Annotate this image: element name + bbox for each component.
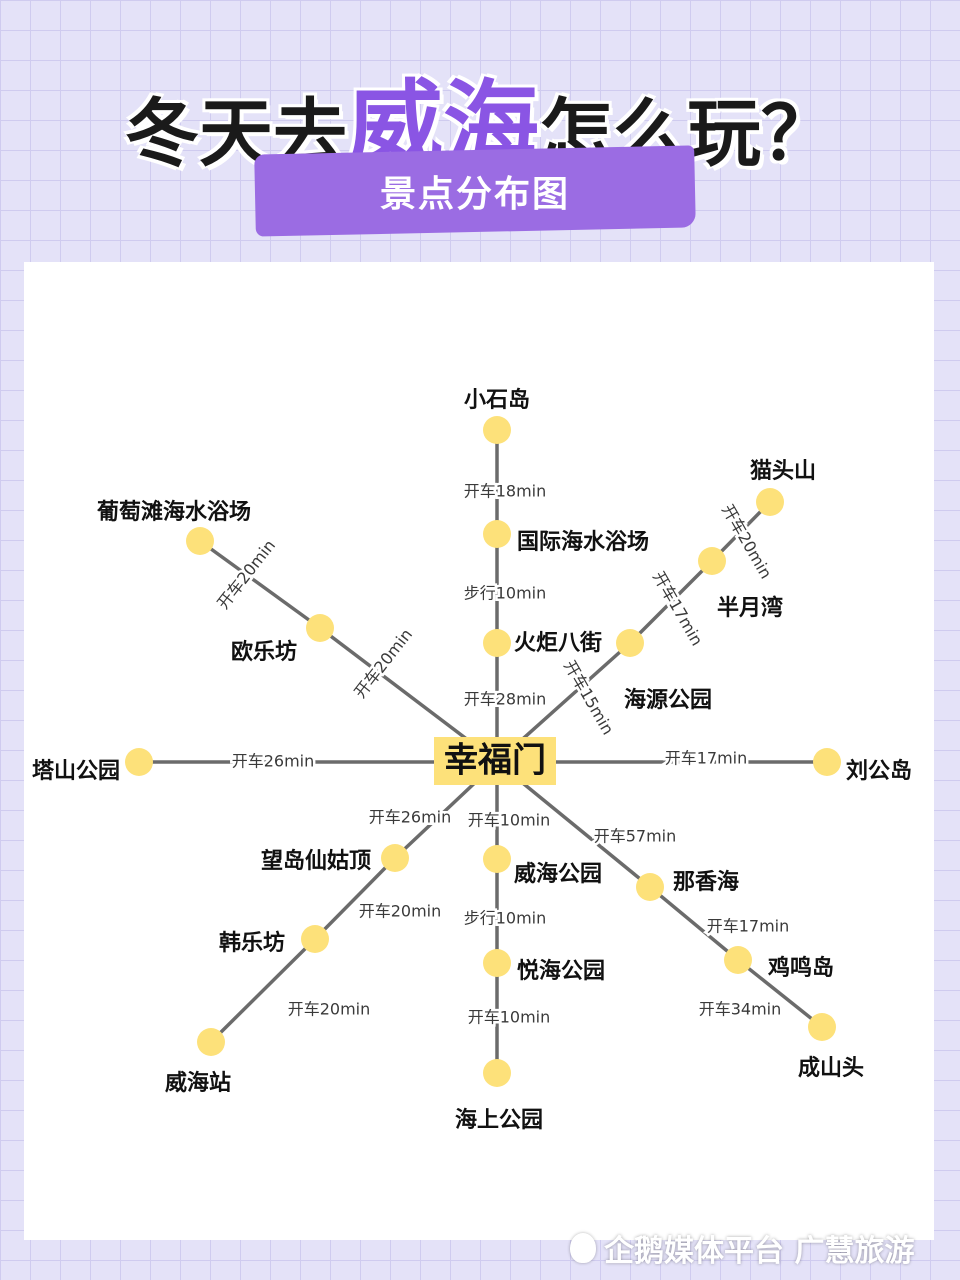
station-name-oulefang: 欧乐坊 — [231, 639, 297, 665]
station-name-tashangongyuan: 塔山公园 — [32, 759, 120, 784]
watermark: 企鹅媒体平台 广慧旅游 — [570, 1226, 914, 1270]
station-name-chengshantou: 成山头 — [798, 1056, 864, 1081]
route-label: 开车18min — [464, 482, 547, 501]
station-name-maotoushan: 猫头山 — [750, 459, 816, 484]
center-hub: 幸福门 — [434, 737, 556, 785]
station-dot-weihaizhan — [197, 1028, 225, 1056]
center-hub-name: 幸福门 — [444, 741, 546, 781]
route-label: 开车34min — [699, 1000, 782, 1019]
watermark-text: 企鹅媒体平台 广慧旅游 — [604, 1234, 915, 1269]
station-dot-weihaigongyuan — [483, 845, 511, 873]
station-dot-xiaoshidao — [483, 416, 511, 444]
station-dot-putaotan — [186, 527, 214, 555]
station-name-weihaizhan: 威海站 — [165, 1070, 231, 1096]
station-dot-tashangongyuan — [125, 748, 153, 776]
station-dot-huojubajie — [483, 629, 511, 657]
route-line-naxianghai-jimingdao — [648, 885, 740, 962]
station-dot-haishanggongyuan — [483, 1059, 511, 1087]
route-label: 开车10min — [468, 811, 551, 830]
station-name-haishanggongyuan: 海上公园 — [455, 1107, 543, 1133]
route-label: 开车28min — [464, 690, 547, 709]
station-dot-hanlefang — [301, 925, 329, 953]
station-name-haiyuangongyuan: 海源公园 — [624, 687, 712, 713]
station-name-wangdao: 望岛仙姑顶 — [261, 848, 371, 874]
route-line-wangdao-hanlefang — [313, 856, 397, 941]
station-name-yuehaigongyuan: 悦海公园 — [517, 958, 605, 984]
station-name-guojihaishui: 国际海水浴场 — [517, 529, 649, 555]
route-map: 开车28min步行10min开车18min开车15min开车17min开车20m… — [32, 387, 912, 1133]
route-label: 开车17min — [707, 917, 790, 936]
station-name-jimingdao: 鸡鸣岛 — [767, 955, 834, 981]
station-dot-yuehaigongyuan — [483, 949, 511, 977]
route-line-jimingdao-chengshantou — [736, 958, 824, 1029]
route-line-hanlefang-weihaizhan — [209, 937, 317, 1044]
route-line-oulefang-putaotan — [198, 539, 322, 630]
station-dot-banyuewan — [698, 547, 726, 575]
station-dot-chengshantou — [808, 1013, 836, 1041]
route-line-haiyuangongyuan-banyuewan — [628, 559, 714, 645]
route-label: 步行10min — [464, 909, 547, 928]
route-label: 开车20min — [350, 625, 416, 702]
station-dot-wangdao — [381, 844, 409, 872]
station-dot-maotoushan — [756, 488, 784, 516]
route-label: 开车17min — [649, 568, 707, 649]
route-label: 开车20min — [288, 1000, 371, 1019]
station-name-banyuewan: 半月湾 — [717, 595, 783, 621]
route-lines — [139, 430, 827, 1073]
station-name-naxianghai: 那香海 — [673, 869, 739, 895]
route-label: 开车20min — [359, 902, 442, 921]
station-name-putaotan: 葡萄滩海水浴场 — [96, 499, 251, 525]
center-hub-box — [434, 737, 556, 785]
route-label: 开车17min — [665, 749, 748, 768]
station-dot-haiyuangongyuan — [616, 629, 644, 657]
station-dot-oulefang — [306, 614, 334, 642]
station-name-hanlefang: 韩乐坊 — [219, 930, 285, 956]
station-dot-liugongdao — [813, 748, 841, 776]
station-dot-guojihaishui — [483, 520, 511, 548]
station-name-xiaoshidao: 小石岛 — [464, 387, 530, 413]
penguin-icon — [570, 1233, 596, 1263]
route-label: 开车57min — [594, 827, 677, 846]
route-label: 步行10min — [464, 584, 547, 603]
route-label: 开车20min — [213, 536, 279, 613]
station-name-liugongdao: 刘公岛 — [846, 758, 912, 784]
page-title: 冬天去 威海 怎么玩？ — [0, 48, 960, 182]
station-dot-jimingdao — [724, 946, 752, 974]
route-label: 开车10min — [468, 1008, 551, 1027]
route-label: 开车26min — [232, 752, 315, 771]
station-name-huojubajie: 火炬八街 — [514, 630, 602, 656]
subtitle-text: 景点分布图 — [379, 174, 570, 215]
route-label: 开车26min — [369, 808, 452, 827]
station-dot-naxianghai — [636, 873, 664, 901]
station-name-weihaigongyuan: 威海公园 — [514, 861, 602, 887]
